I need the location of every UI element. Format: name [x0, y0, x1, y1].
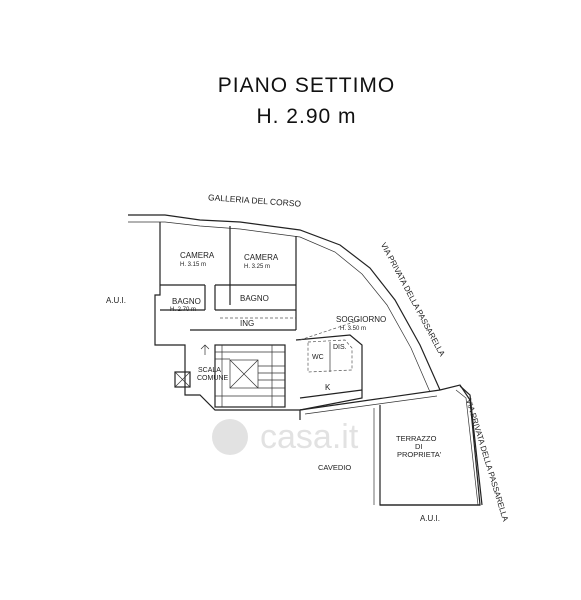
room-dis-name: DIS.	[333, 344, 347, 351]
outer-wall-top	[128, 214, 441, 391]
wc-dis-outline	[307, 339, 353, 373]
room-camera2-height: H. 3.25 m	[244, 264, 270, 270]
room-terrazzo-line3: PROPRIETA'	[397, 450, 442, 459]
floor-height-label: H. 2.90 m	[256, 105, 357, 128]
room-cavedio-name: CAVEDIO	[318, 463, 351, 472]
watermark-text: casa.it	[260, 418, 359, 456]
room-scala-line1: SCALA	[198, 367, 221, 374]
room-camera2-name: CAMERA	[244, 253, 279, 262]
street-top-label: GALLERIA DEL CORSO	[208, 192, 302, 209]
neighbor-left-label: A.U.I.	[106, 296, 126, 305]
room-soggiorno-name: SOGGIORNO	[336, 315, 386, 324]
room-camera1-height: H. 3.15 m	[180, 262, 206, 268]
room-terrazzo-line1: TERRAZZO	[396, 434, 437, 443]
kitchen-block	[295, 334, 363, 411]
room-soggiorno-height: H. 3.50 m	[340, 326, 366, 332]
street-right-lower-label: VIA PRIVATA DELLA PASSARELLA	[464, 398, 510, 523]
room-bagno2-name: BAGNO	[240, 294, 269, 303]
room-ing-name: ING	[240, 319, 254, 328]
neighbor-bottom-label: A.U.I.	[420, 514, 440, 523]
outer-wall-left	[154, 222, 301, 420]
terrace-right-edge	[459, 385, 483, 506]
stair	[174, 344, 286, 408]
room-scala-line2: COMUNE	[197, 375, 228, 382]
outer-wall-top-inner	[128, 221, 431, 393]
bagno-divider	[204, 285, 216, 310]
room-bagno1-height: H. 2.70 m	[170, 307, 196, 313]
room-k-name: K	[325, 383, 331, 392]
plan-title: PIANO SETTIMO	[217, 74, 396, 97]
room-terrazzo-line2: DI	[415, 442, 423, 451]
room-camera1-name: CAMERA	[180, 251, 215, 260]
room-bagno1-name: BAGNO	[172, 297, 201, 306]
street-right-upper-label: VIA PRIVATA DELLA PASSARELLA	[379, 241, 447, 358]
room-wc-name: WC	[312, 354, 324, 361]
watermark: casa.it	[212, 418, 359, 456]
